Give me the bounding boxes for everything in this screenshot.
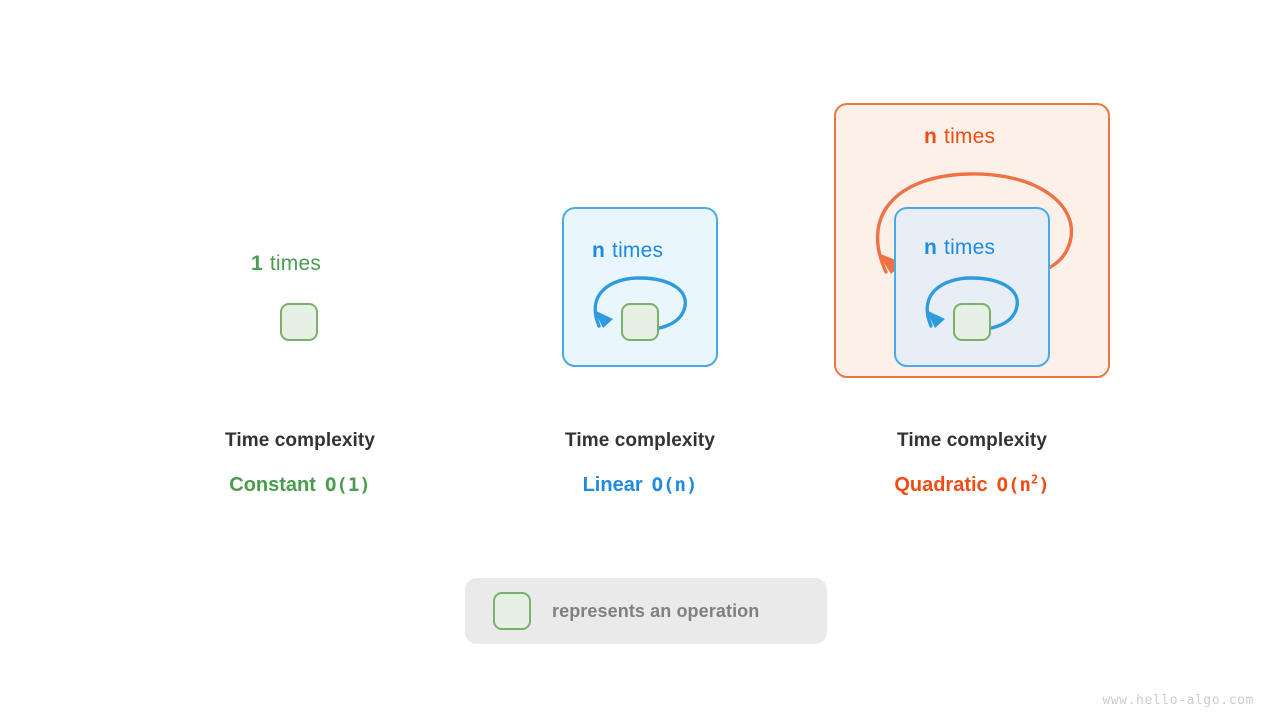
quadratic-inner-loop-box <box>894 207 1050 367</box>
constant-caption: Time complexity Constant O(1) <box>150 430 450 497</box>
constant-times-label: 1 times <box>251 252 321 276</box>
linear-complexity-name: Linear <box>582 474 643 496</box>
linear-complexity-value: Linear O(n) <box>490 474 790 497</box>
constant-complexity-value: Constant O(1) <box>150 474 450 497</box>
watermark: www.hello-algo.com <box>1102 693 1254 708</box>
quadratic-complexity-name: Quadratic <box>894 474 988 496</box>
quadratic-outer-times-count: n <box>924 125 938 148</box>
quadratic-caption-title: Time complexity <box>896 430 1048 451</box>
operation-square <box>621 303 659 341</box>
operation-square <box>280 303 318 341</box>
linear-caption-title: Time complexity <box>564 430 716 451</box>
constant-times-word: times <box>269 252 322 275</box>
constant-big-o: O(1) <box>324 474 371 496</box>
operation-square-swatch <box>493 592 531 630</box>
constant-times-count: 1 <box>251 252 263 275</box>
quadratic-complexity-value: Quadratic O(n2) <box>822 474 1122 497</box>
constant-complexity-name: Constant <box>229 474 316 496</box>
quadratic-outer-times-word: times <box>944 125 996 148</box>
linear-times-word: times <box>612 239 664 262</box>
legend-panel: represents an operation <box>465 578 827 644</box>
linear-caption: Time complexity Linear O(n) <box>490 430 790 497</box>
legend-label: represents an operation <box>552 600 760 621</box>
linear-loop-box <box>562 207 718 367</box>
quadratic-caption: Time complexity Quadratic O(n2) <box>822 430 1122 497</box>
linear-big-o: O(n) <box>651 474 698 496</box>
constant-caption-title: Time complexity <box>224 430 376 451</box>
linear-times-count: n <box>592 239 606 262</box>
quadratic-inner-times-count: n <box>924 236 938 259</box>
operation-square <box>953 303 991 341</box>
quadratic-inner-times-word: times <box>944 236 996 259</box>
quadratic-big-o: O(n2) <box>996 472 1050 496</box>
